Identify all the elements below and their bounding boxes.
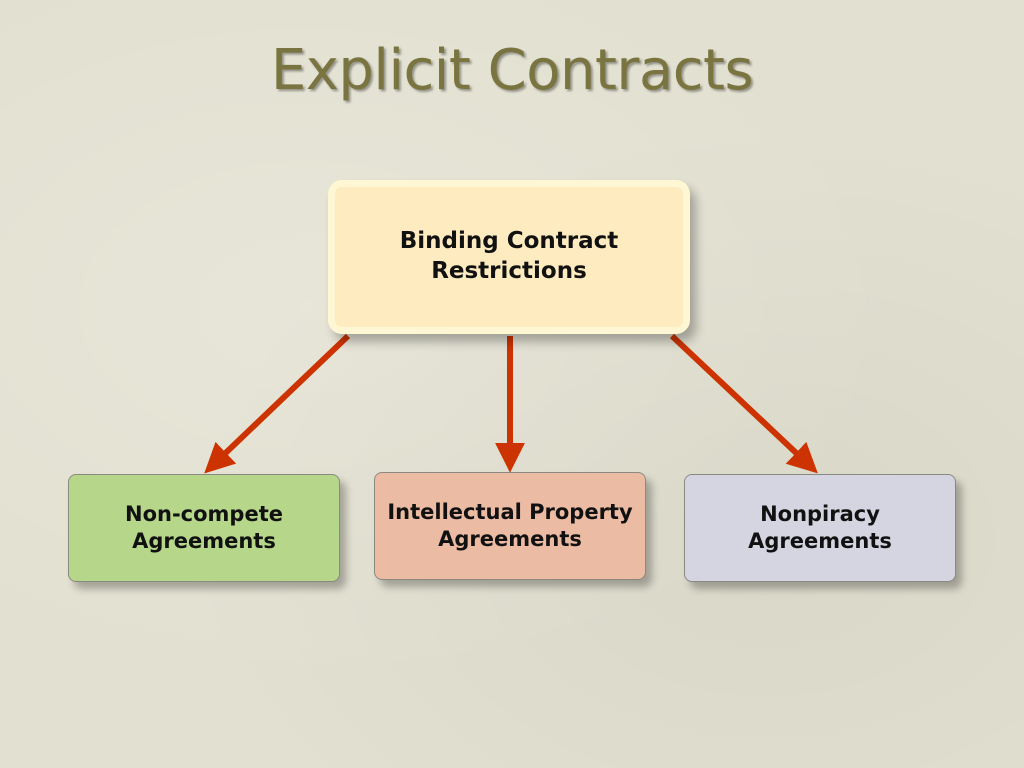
root-node-binding-contract-restrictions: Binding Contract Restrictions bbox=[328, 180, 690, 334]
child-node-intellectual-property-line2: Agreements bbox=[438, 527, 582, 552]
child-node-non-compete-line2: Agreements bbox=[132, 529, 276, 554]
slide-title: Explicit Contracts bbox=[270, 38, 754, 103]
child-node-non-compete: Non-compete Agreements bbox=[68, 474, 340, 582]
child-node-non-compete-line1: Non-compete bbox=[125, 502, 283, 526]
child-node-intellectual-property-line1: Intellectual Property bbox=[387, 500, 633, 524]
root-node-line1: Binding Contract bbox=[399, 228, 619, 254]
child-node-nonpiracy-line1: Nonpiracy bbox=[760, 502, 880, 526]
arrow-to-nonpiracy bbox=[669, 333, 818, 474]
child-node-intellectual-property: Intellectual Property Agreements bbox=[374, 472, 646, 580]
root-node-line2: Restrictions bbox=[431, 257, 587, 284]
child-node-nonpiracy-line2: Agreements bbox=[748, 529, 892, 554]
child-node-nonpiracy: Nonpiracy Agreements bbox=[684, 474, 956, 582]
arrow-to-non-compete bbox=[204, 333, 351, 474]
